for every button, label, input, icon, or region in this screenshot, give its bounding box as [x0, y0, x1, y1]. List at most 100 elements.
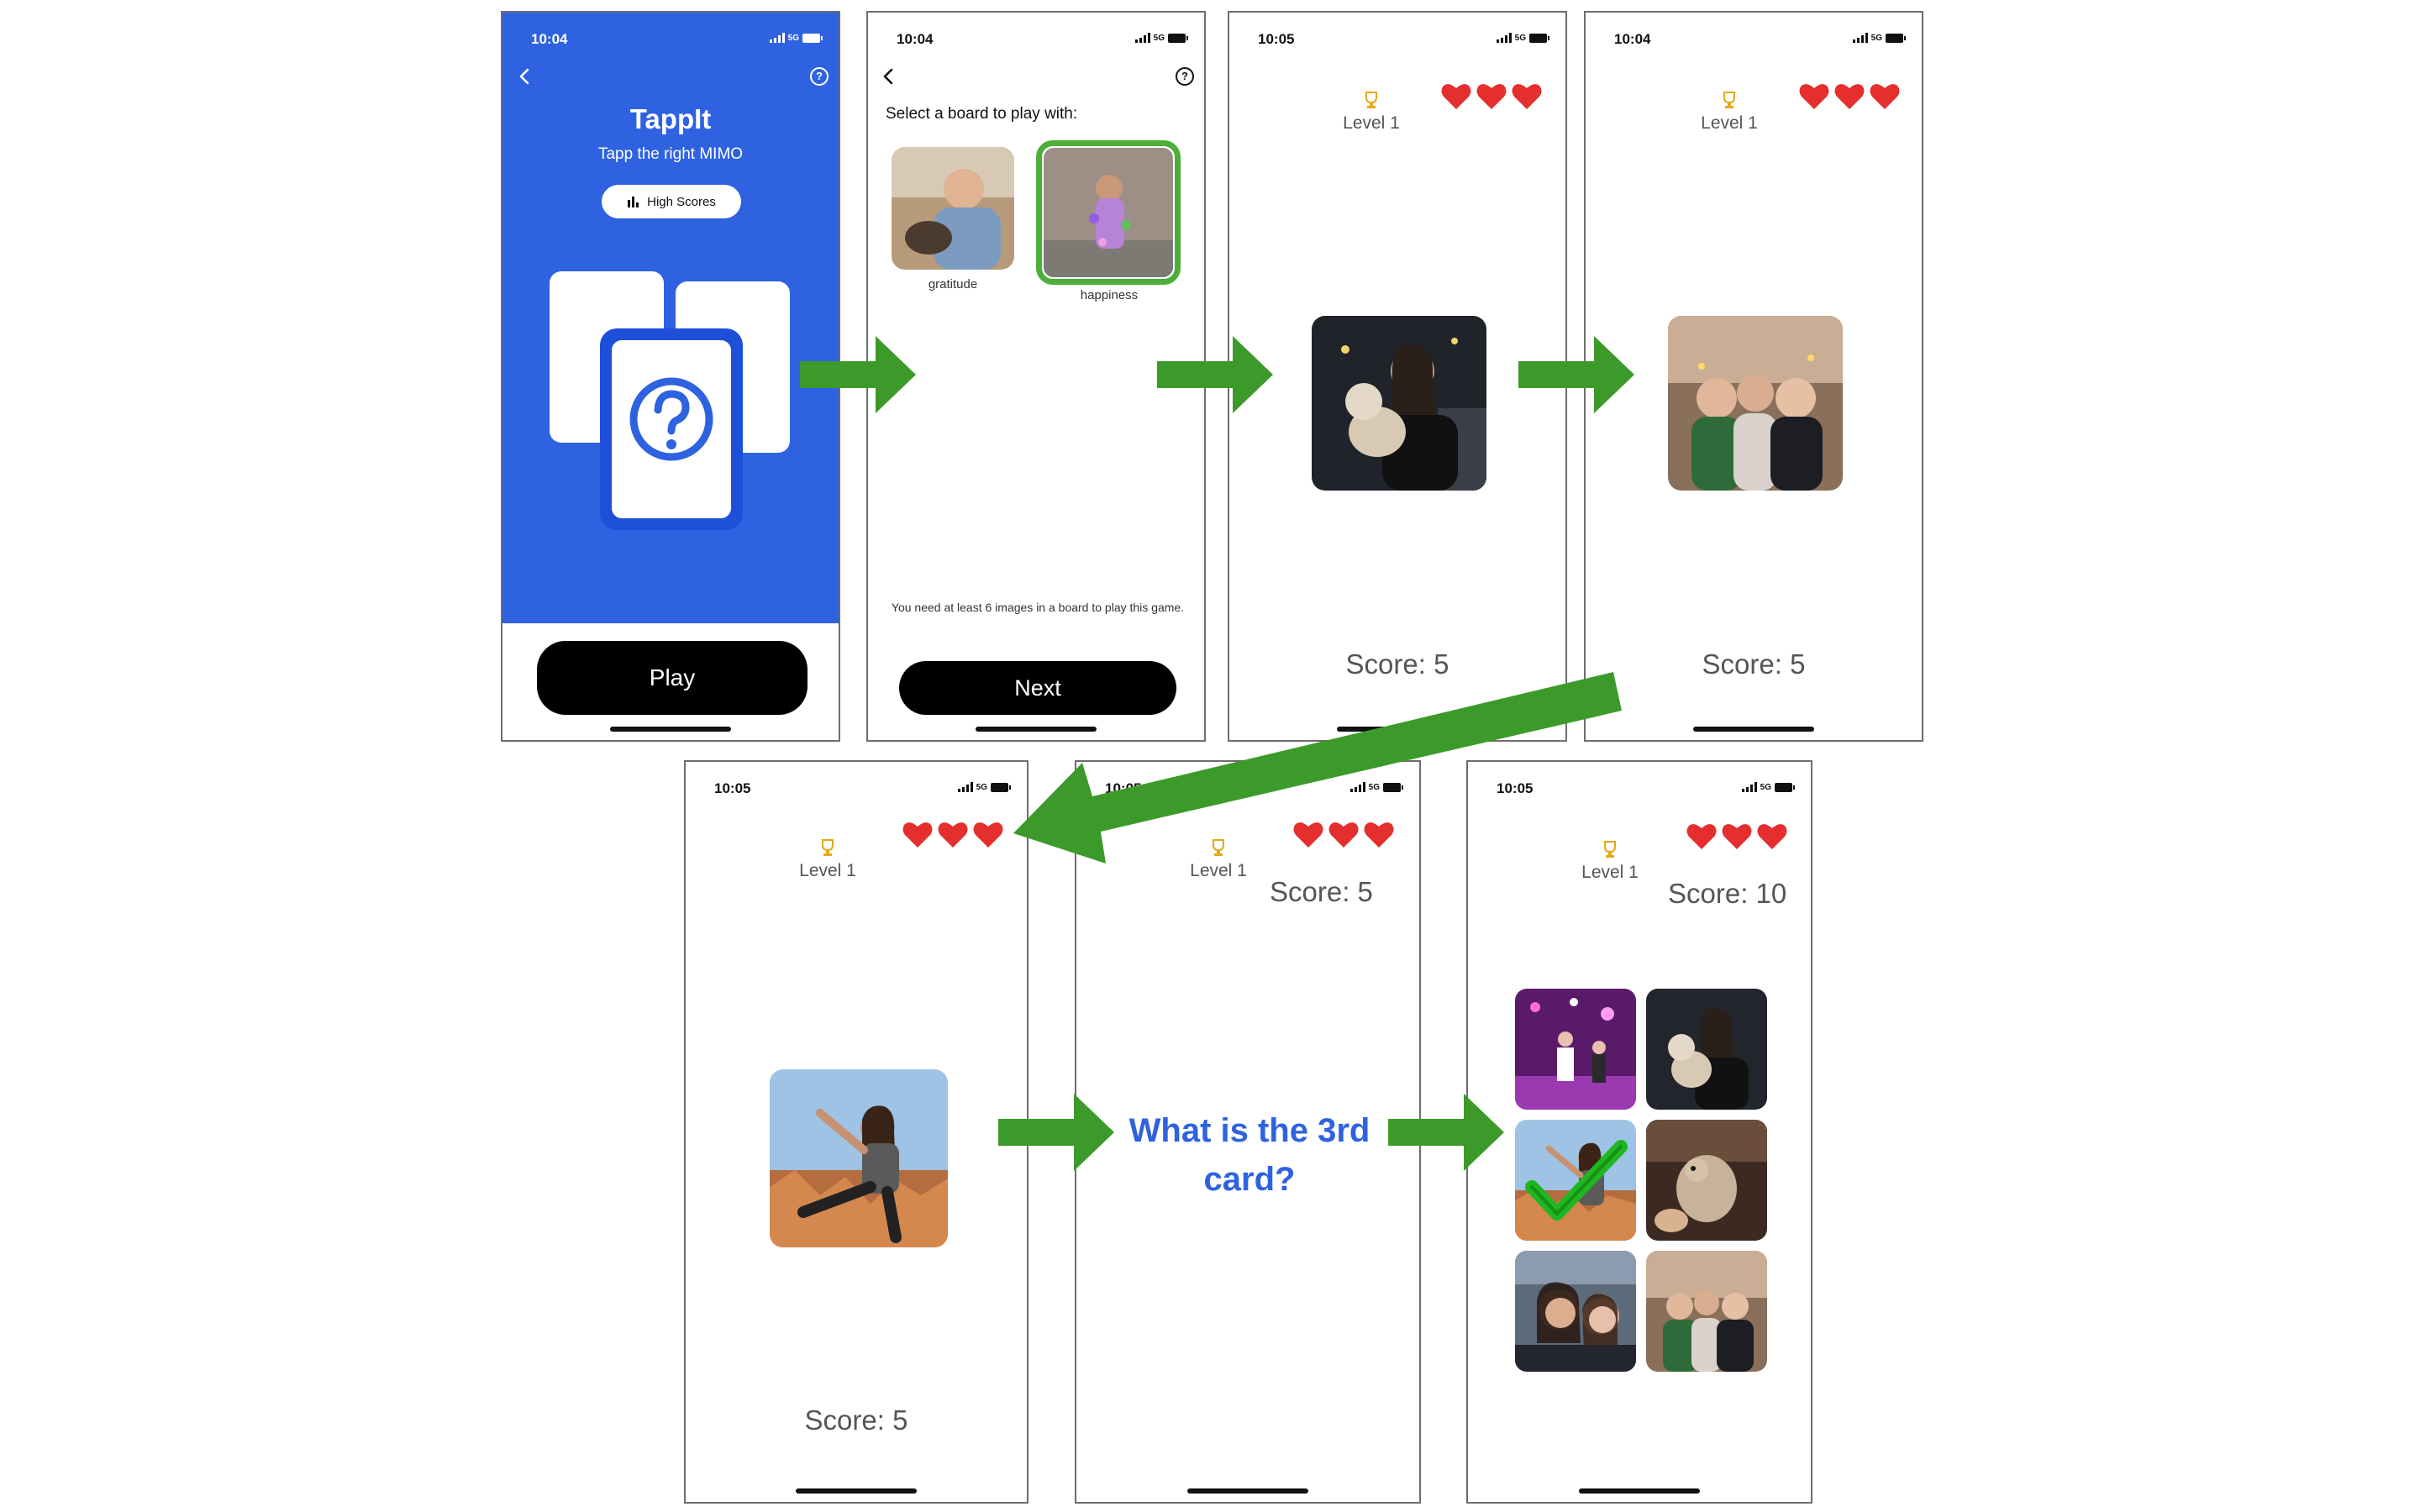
network-label: 5G [1514, 33, 1526, 43]
signal-icon [1741, 782, 1757, 792]
score-label: Score: 5 [1270, 876, 1373, 907]
heart-icon [1328, 822, 1359, 848]
board-thumbnail [1044, 148, 1173, 277]
flow-arrow-right [1157, 336, 1273, 413]
status-time: 10:05 [1258, 31, 1295, 47]
status-time: 10:04 [897, 31, 934, 47]
level-label: Level 1 [1581, 863, 1639, 882]
heart-icon [1476, 84, 1507, 109]
battery-icon [1886, 33, 1906, 43]
lives-hearts [1799, 82, 1900, 110]
battery-icon [1168, 33, 1188, 43]
network-label: 5G [1760, 782, 1771, 792]
signal-icon [957, 782, 973, 792]
score-label: Score: 10 [1668, 878, 1787, 909]
status-icons: 5G [769, 33, 823, 43]
status-bar: 10:04 5G [1586, 13, 1922, 71]
screen-board-select: 10:04 5G ? Select a board to play with: … [866, 11, 1206, 742]
status-bar: 10:04 5G [502, 13, 839, 71]
screen-card-3: 10:05 5G Level 1 Score: 5 [684, 760, 1028, 1504]
score-label: Score: 5 [1702, 648, 1806, 680]
lives-hearts [902, 821, 1003, 848]
signal-icon [1496, 33, 1512, 43]
grid-card-4[interactable] [1646, 1120, 1767, 1241]
board-label: gratitude [928, 277, 978, 291]
battery-icon [802, 33, 823, 43]
battery-icon [1529, 33, 1549, 43]
battery-icon [991, 782, 1011, 792]
battery-icon [1775, 782, 1795, 792]
heart-icon [1834, 84, 1865, 109]
heart-icon [1870, 84, 1900, 109]
heart-icon [1686, 824, 1717, 849]
memory-card-photo [1312, 316, 1486, 491]
home-indicator [610, 727, 731, 732]
signal-icon [1349, 782, 1365, 792]
board-thumbnail [892, 147, 1014, 270]
help-icon[interactable]: ? [1176, 67, 1194, 86]
grid-card-2[interactable] [1646, 989, 1767, 1110]
lives-hearts [1293, 821, 1394, 848]
trophy-icon [1213, 839, 1224, 856]
status-icons: 5G [1496, 33, 1549, 43]
memory-card-photo [770, 1069, 948, 1247]
network-label: 5G [976, 782, 987, 792]
play-button[interactable]: Play [537, 641, 808, 715]
status-time: 10:05 [714, 780, 751, 796]
level-label: Level 1 [1701, 113, 1758, 133]
signal-icon [1852, 33, 1868, 43]
high-scores-button[interactable]: High Scores [602, 185, 741, 218]
level-label: Level 1 [799, 861, 856, 880]
grid-card-6[interactable] [1646, 1251, 1767, 1372]
board-prompt: Select a board to play with: [886, 105, 1078, 123]
home-indicator [976, 727, 1097, 732]
board-option-happiness[interactable]: happiness [1034, 139, 1186, 307]
lives-hearts [1686, 822, 1787, 850]
app-subtitle: Tapp the right MIMO [597, 145, 744, 163]
board-option-gratitude[interactable]: gratitude [890, 147, 1016, 307]
grid-card-5[interactable] [1515, 1251, 1636, 1372]
status-bar: 10:05 5G [1468, 762, 1811, 821]
heart-icon [1293, 822, 1323, 848]
status-icons: 5G [957, 782, 1011, 792]
back-chevron-icon[interactable] [878, 66, 900, 87]
trophy-icon [1604, 841, 1616, 858]
home-indicator [1579, 1488, 1700, 1494]
screen-answer-grid: 10:05 5G Level 1 Score: 10 [1466, 760, 1812, 1504]
screen-question: 10:05 5G Level 1 Score: 5 What is the 3r… [1075, 760, 1421, 1504]
high-scores-label: High Scores [647, 194, 716, 209]
app-title: TappIt [629, 103, 712, 134]
heart-icon [973, 822, 1003, 848]
heart-icon [938, 822, 968, 848]
network-label: 5G [1153, 33, 1165, 43]
flow-arrow-right [1518, 336, 1634, 413]
flow-arrow-right [998, 1094, 1114, 1171]
heart-icon [1512, 84, 1542, 109]
status-time: 10:05 [1497, 780, 1534, 796]
heart-icon [1757, 824, 1787, 849]
board-label: happiness [1080, 288, 1139, 302]
answer-grid [1515, 989, 1767, 1375]
heart-icon [1441, 84, 1471, 109]
status-bar: 10:04 5G [868, 13, 1204, 71]
trophy-icon [1723, 92, 1735, 108]
flow-arrow-right [800, 336, 916, 413]
screen-splash: 10:04 5G ? TappIt Tapp the right MIMO Hi… [501, 11, 840, 742]
screen-card-2: 10:04 5G Level 1 Score: 5 [1584, 11, 1923, 742]
heart-icon [1364, 822, 1394, 848]
network-label: 5G [787, 33, 799, 43]
back-chevron-icon[interactable] [514, 66, 536, 87]
help-icon[interactable]: ? [810, 67, 829, 86]
flow-arrow-right [1388, 1094, 1504, 1171]
heart-icon [1799, 84, 1829, 109]
question-text: What is the 3rd card? [1128, 1112, 1370, 1198]
next-button[interactable]: Next [899, 661, 1176, 715]
grid-card-3-correct[interactable] [1515, 1120, 1636, 1241]
status-icons: 5G [1741, 782, 1795, 792]
status-time: 10:04 [531, 31, 568, 47]
flow-arrow-diagonal [1013, 672, 1622, 864]
grid-card-1[interactable] [1515, 989, 1636, 1110]
trophy-icon [1365, 92, 1377, 108]
home-indicator [1187, 1488, 1308, 1494]
network-label: 5G [1368, 782, 1380, 792]
